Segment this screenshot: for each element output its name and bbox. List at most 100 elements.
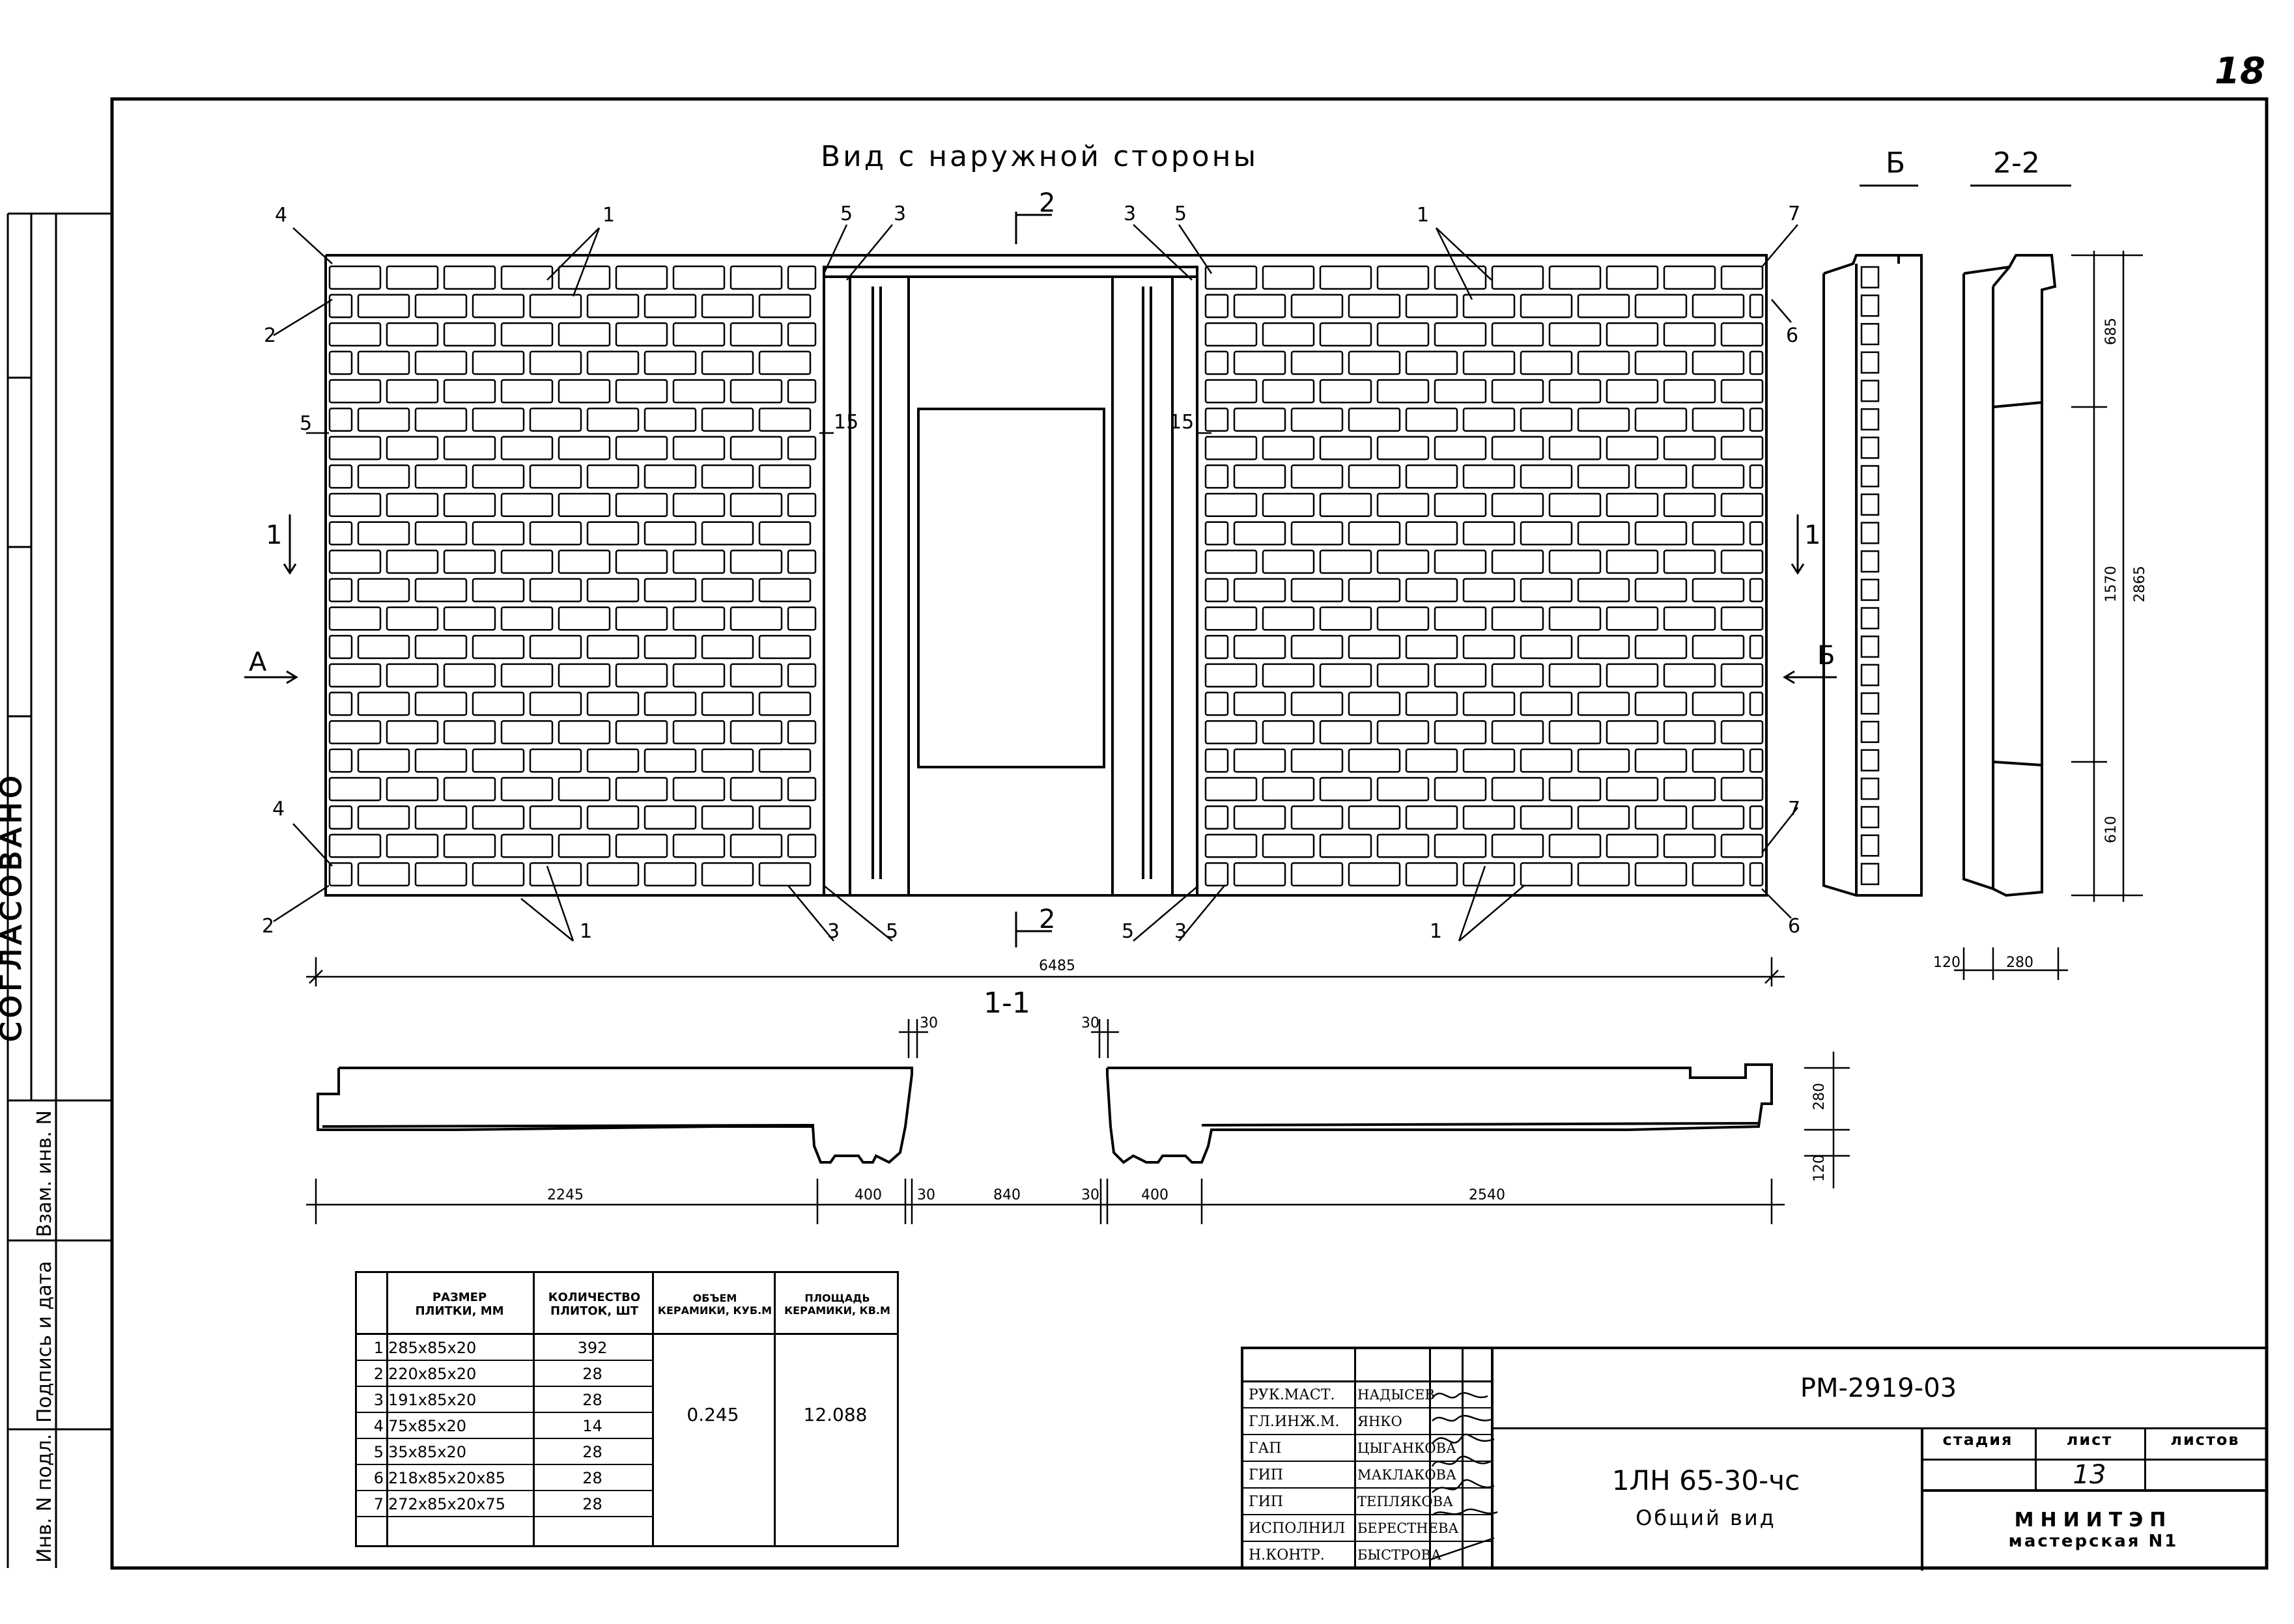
svg-text:2245: 2245: [547, 1187, 584, 1203]
svg-text:5: 5: [300, 412, 312, 435]
hdr-vol-2: КЕРАМИКИ, КУБ.М: [657, 1304, 772, 1317]
side-view-22-title: 2-2: [1993, 147, 2040, 180]
tile-quantity: 28: [582, 1469, 602, 1487]
sign-date-label: Подпись и дата: [33, 1261, 56, 1423]
sheet-number: 13: [2073, 1460, 2106, 1490]
staff-name: ЦЫГАНКОВА: [1357, 1440, 1456, 1456]
tile-quantity: 28: [582, 1391, 602, 1409]
dim-h-610: 610: [2103, 816, 2119, 843]
view-title: Вид с наружной стороны: [821, 140, 1258, 173]
dim-h-1570: 1570: [2103, 566, 2119, 602]
tile-size: 272x85x20x75: [388, 1495, 506, 1513]
hdr-area-2: КЕРАМИКИ, КВ.М: [784, 1304, 890, 1317]
dim-2-2-heights: [1954, 251, 2143, 980]
dim-h-2865: 2865: [2132, 566, 2148, 602]
tile-quantity: 28: [582, 1495, 602, 1513]
section-11-title: 1-1: [984, 987, 1030, 1020]
position-labels: 4 1 5 3 3 5 1 7 2 6 5 4 7 2 1 3 5 5 3 1 …: [262, 203, 1800, 943]
drawing-frame: [110, 97, 2269, 1570]
drawing-code: РМ-2919-03: [1800, 1373, 1957, 1403]
product-code: 1ЛН 65-30-чс: [1611, 1464, 1800, 1496]
staff-row: Н.КОНТР.БЫСТРОВА: [1243, 1542, 1491, 1569]
dim-w-280: 280: [2006, 955, 2033, 971]
side-view-b: [1822, 254, 1923, 897]
tile-size: 35x85x20: [388, 1443, 467, 1461]
agreed-label: СОГЛАСОВАНО: [0, 772, 28, 1042]
staff-name: ЯНКО: [1357, 1414, 1402, 1429]
sheet-title: Общий вид: [1636, 1505, 1776, 1530]
tile-size: 191x85x20: [388, 1391, 477, 1409]
staff-row: РУК.МАСТ. НАДЫСЕВ: [1243, 1382, 1491, 1408]
tile-table: РАЗМЕР ПЛИТКИ, ММ КОЛИЧЕСТВО ПЛИТОК, ШТ …: [355, 1271, 899, 1547]
row-number: 5: [373, 1443, 384, 1461]
svg-text:4: 4: [275, 204, 287, 227]
tile-size: 285x85x20: [388, 1339, 477, 1357]
staff-name: МАКЛАКОВА: [1357, 1467, 1456, 1483]
door-opening: [823, 266, 1198, 897]
row-number: 4: [373, 1417, 384, 1435]
dim-h-685: 685: [2103, 318, 2119, 345]
sheets-label: листов: [2170, 1431, 2240, 1449]
hdr-size-1: РАЗМЕР: [432, 1290, 487, 1304]
section-2-2: [1962, 254, 2057, 897]
staff-name: НАДЫСЕВ: [1357, 1387, 1435, 1403]
dim-gap-right: 30: [1081, 1015, 1099, 1031]
svg-text:2: 2: [1039, 188, 1055, 218]
svg-text:3: 3: [827, 920, 840, 943]
svg-text:А: А: [249, 647, 267, 677]
staff-role: Н.КОНТР.: [1249, 1547, 1325, 1563]
svg-text:400: 400: [1141, 1187, 1168, 1203]
svg-text:6: 6: [1788, 915, 1800, 938]
hdr-size-2: ПЛИТКИ, ММ: [415, 1304, 504, 1318]
svg-text:2: 2: [262, 915, 274, 938]
svg-text:7: 7: [1788, 203, 1800, 225]
page-number: 18: [2215, 50, 2265, 92]
side-view-b-title: Б: [1886, 147, 1905, 180]
staff-name: ТЕПЛЯКОВА: [1357, 1494, 1453, 1509]
joint-label-right: 15: [1169, 411, 1194, 434]
tile-volume: 0.245: [687, 1404, 739, 1425]
dim-section-chain: [306, 1179, 1785, 1224]
dim-sec-120: 120: [1811, 1155, 1828, 1182]
row-number: 3: [373, 1391, 384, 1409]
inv-zam-label: Взам. инв. N: [33, 1110, 56, 1237]
svg-text:5: 5: [840, 203, 853, 225]
stage-label: стадия: [1942, 1431, 2013, 1449]
svg-text:3: 3: [894, 203, 906, 225]
svg-text:5: 5: [1122, 920, 1134, 943]
svg-text:1: 1: [1417, 204, 1429, 227]
svg-text:6: 6: [1786, 324, 1798, 347]
row-number: 1: [373, 1339, 384, 1357]
tile-size: 75x85x20: [388, 1417, 467, 1435]
staff-row: ГИП ТЕПЛЯКОВА: [1243, 1489, 1491, 1515]
row-number: 2: [373, 1365, 384, 1383]
svg-text:30: 30: [1081, 1187, 1099, 1203]
dim-gap-left: 30: [920, 1015, 938, 1031]
tile-quantity: 14: [582, 1417, 602, 1435]
svg-text:Б: Б: [1817, 641, 1835, 671]
hdr-vol-1: ОБЪЕМ: [692, 1291, 737, 1304]
svg-text:5: 5: [886, 920, 898, 943]
tile-quantity: 28: [582, 1443, 602, 1461]
staff-role: РУК.МАСТ.: [1249, 1387, 1335, 1403]
front-elevation: [324, 254, 1768, 897]
svg-text:840: 840: [993, 1187, 1021, 1203]
dim-section-values: 2245 400 30 840 30 400 2540: [547, 1187, 1505, 1203]
staff-role: ГИП: [1249, 1494, 1283, 1510]
svg-text:1: 1: [580, 920, 592, 943]
tile-quantity: 28: [582, 1365, 602, 1383]
staff-name: БЕРЕСТНЕВА: [1357, 1520, 1459, 1536]
row-number: 7: [373, 1495, 384, 1513]
dim-sec-280: 280: [1811, 1083, 1828, 1110]
org-name: МНИИТЭП: [2014, 1509, 2173, 1532]
svg-text:4: 4: [272, 798, 285, 820]
svg-text:30: 30: [917, 1187, 935, 1203]
hdr-area-1: ПЛОЩАДЬ: [804, 1291, 870, 1304]
